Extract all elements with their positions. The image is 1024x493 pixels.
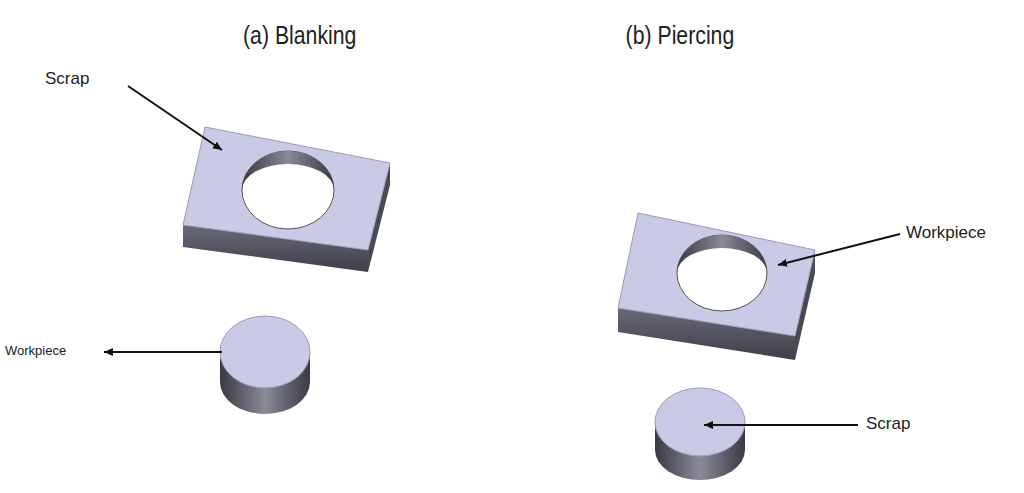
part-label: Scrap: [45, 70, 89, 89]
part-label: Workpiece: [5, 344, 66, 358]
scrap-plate: [183, 127, 390, 272]
title-heading: (a) Blanking: [243, 22, 356, 50]
leader-arrows: [104, 86, 900, 425]
pierced-plate: [618, 213, 815, 360]
blank-disk: [220, 316, 310, 414]
slug-disk: [655, 388, 745, 480]
part-label: Workpiece: [906, 224, 986, 243]
part-label: Scrap: [866, 415, 910, 434]
title-heading: (b) Piercing: [625, 22, 734, 50]
